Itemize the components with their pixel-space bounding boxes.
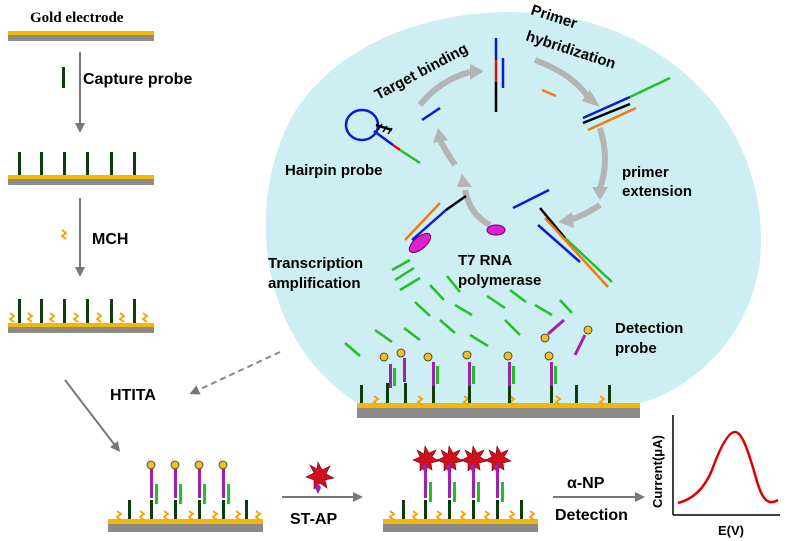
- electrode-with-capture-probes: [8, 152, 154, 185]
- mch-icon: [61, 229, 67, 240]
- electrode-after-htita: [108, 460, 263, 532]
- capture-probe-icon: [62, 67, 65, 88]
- hairpin-probe: [344, 108, 421, 165]
- current-peak-curve: [677, 430, 779, 505]
- detection-label: Detection: [555, 507, 628, 524]
- primer-extension-label-2: extension: [622, 183, 692, 200]
- alpha-np-label: α-NP: [567, 475, 605, 492]
- st-ap-label: ST-AP: [290, 511, 337, 528]
- t7-label-2: polymerase: [458, 272, 541, 289]
- electrode-with-mch: [8, 299, 154, 333]
- released-strand: [512, 188, 550, 210]
- t7-label-1: T7 RNA: [458, 252, 512, 269]
- voltammogram-chart: Current(μA) E(V): [650, 415, 780, 538]
- hybridized-primer: [582, 76, 671, 132]
- hairpin-probe-label: Hairpin probe: [285, 162, 383, 179]
- transcription-label-1: Transcription: [268, 255, 363, 272]
- detection-probe-label-2: probe: [615, 340, 657, 357]
- t7-polymerase-free: [486, 224, 506, 236]
- transcription-label-2: amplification: [268, 275, 361, 292]
- step-arrow-3: [64, 379, 121, 452]
- y-axis-label: Current(μA): [650, 435, 665, 508]
- free-detection-probes: [540, 318, 593, 356]
- cycle-arrowheads: [433, 64, 608, 228]
- rna-transcripts: [344, 258, 573, 357]
- free-target-strand: [421, 106, 441, 122]
- gold-electrode-label: Gold electrode: [30, 10, 124, 26]
- htita-label: HTITA: [110, 387, 156, 404]
- target-strand: [494, 38, 505, 112]
- capture-probe-label: Capture probe: [83, 71, 192, 88]
- gold-electrode-1: [8, 31, 154, 41]
- mch-label: MCH: [92, 231, 128, 248]
- htita-dashed-arrow: [189, 351, 281, 395]
- primer-fragment: [541, 88, 557, 98]
- primer-extension-label-1: primer: [622, 164, 669, 181]
- detection-probe-label-1: Detection: [615, 320, 683, 337]
- transcription-complex: [404, 194, 467, 254]
- bubble-electrode: [357, 348, 640, 418]
- electrode-with-st-ap: [383, 445, 538, 532]
- extended-duplex: [537, 207, 613, 288]
- st-ap-icon: [305, 461, 335, 494]
- x-axis-label: E(V): [718, 523, 744, 538]
